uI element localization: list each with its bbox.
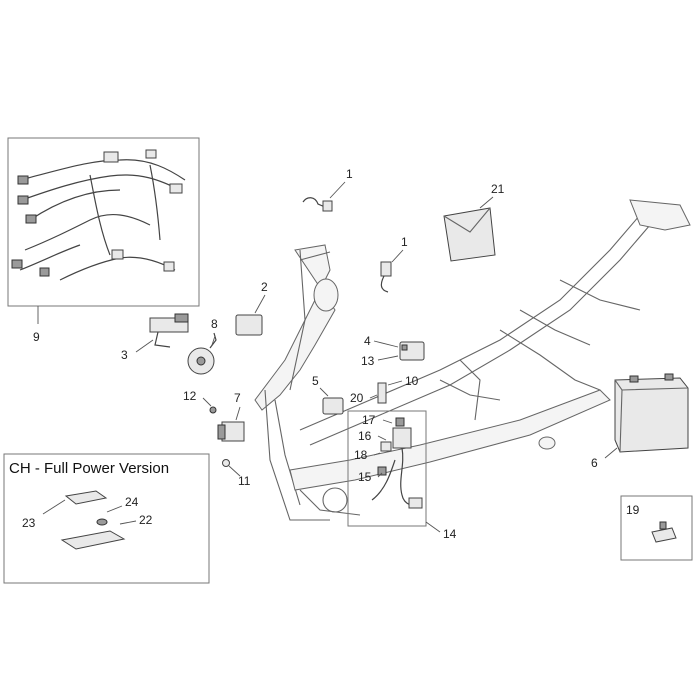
callout-24: 24 [125, 495, 139, 509]
part-12-screw: 12 [183, 389, 217, 414]
inset-title: CH - Full Power Version [9, 460, 169, 477]
callout-15: 15 [358, 470, 372, 484]
full-power-version-inset: CH - Full Power Version 23 24 22 [3, 453, 210, 584]
callout-2: 2 [261, 280, 268, 294]
part-8-horn: 8 [187, 317, 218, 375]
callout-10: 10 [405, 374, 419, 388]
callout-11: 11 [238, 474, 251, 488]
callout-13: 13 [361, 354, 375, 368]
part-4-13-flasher: 4 13 [361, 334, 425, 368]
part-6-battery: 6 [591, 373, 689, 470]
part-7-starter-relay: 7 [217, 391, 245, 442]
part-5-relay: 5 [312, 374, 344, 415]
callout-23: 23 [22, 516, 36, 530]
part-2-relay: 2 [235, 280, 268, 336]
frame-drawing [254, 199, 691, 521]
part-21-toolkit-pouch: 21 [443, 182, 505, 262]
callout-1-lower: 1 [401, 235, 408, 249]
part-1-sensor-lower: 1 [380, 235, 408, 293]
callout-12: 12 [183, 389, 197, 403]
callout-3: 3 [121, 348, 128, 362]
callout-5: 5 [312, 374, 319, 388]
part-10-20-fuse-holder: 10 20 [350, 374, 419, 405]
callout-14: 14 [443, 527, 457, 541]
part-1-sensor-upper: 1 [302, 167, 353, 212]
callout-9: 9 [33, 330, 40, 344]
callout-4: 4 [364, 334, 371, 348]
callout-18: 18 [354, 448, 368, 462]
callout-19: 19 [626, 503, 640, 517]
callout-1-upper: 1 [346, 167, 353, 181]
part-11-nut: 11 [222, 459, 251, 488]
wiring-harness-panel: 9 [7, 137, 200, 344]
callout-8: 8 [211, 317, 218, 331]
callout-6: 6 [591, 456, 598, 470]
callout-20: 20 [350, 391, 364, 405]
part-19-inset: 19 [620, 495, 693, 561]
callout-17: 17 [362, 413, 376, 427]
callout-7: 7 [234, 391, 241, 405]
callout-22: 22 [139, 513, 153, 527]
callout-21: 21 [491, 182, 505, 196]
wiring-harness-drawing [11, 149, 186, 281]
part-3-regulator: 3 [121, 313, 189, 362]
callout-16: 16 [358, 429, 372, 443]
part-14-fuse-box-group: 17 16 18 15 14 [347, 410, 457, 541]
